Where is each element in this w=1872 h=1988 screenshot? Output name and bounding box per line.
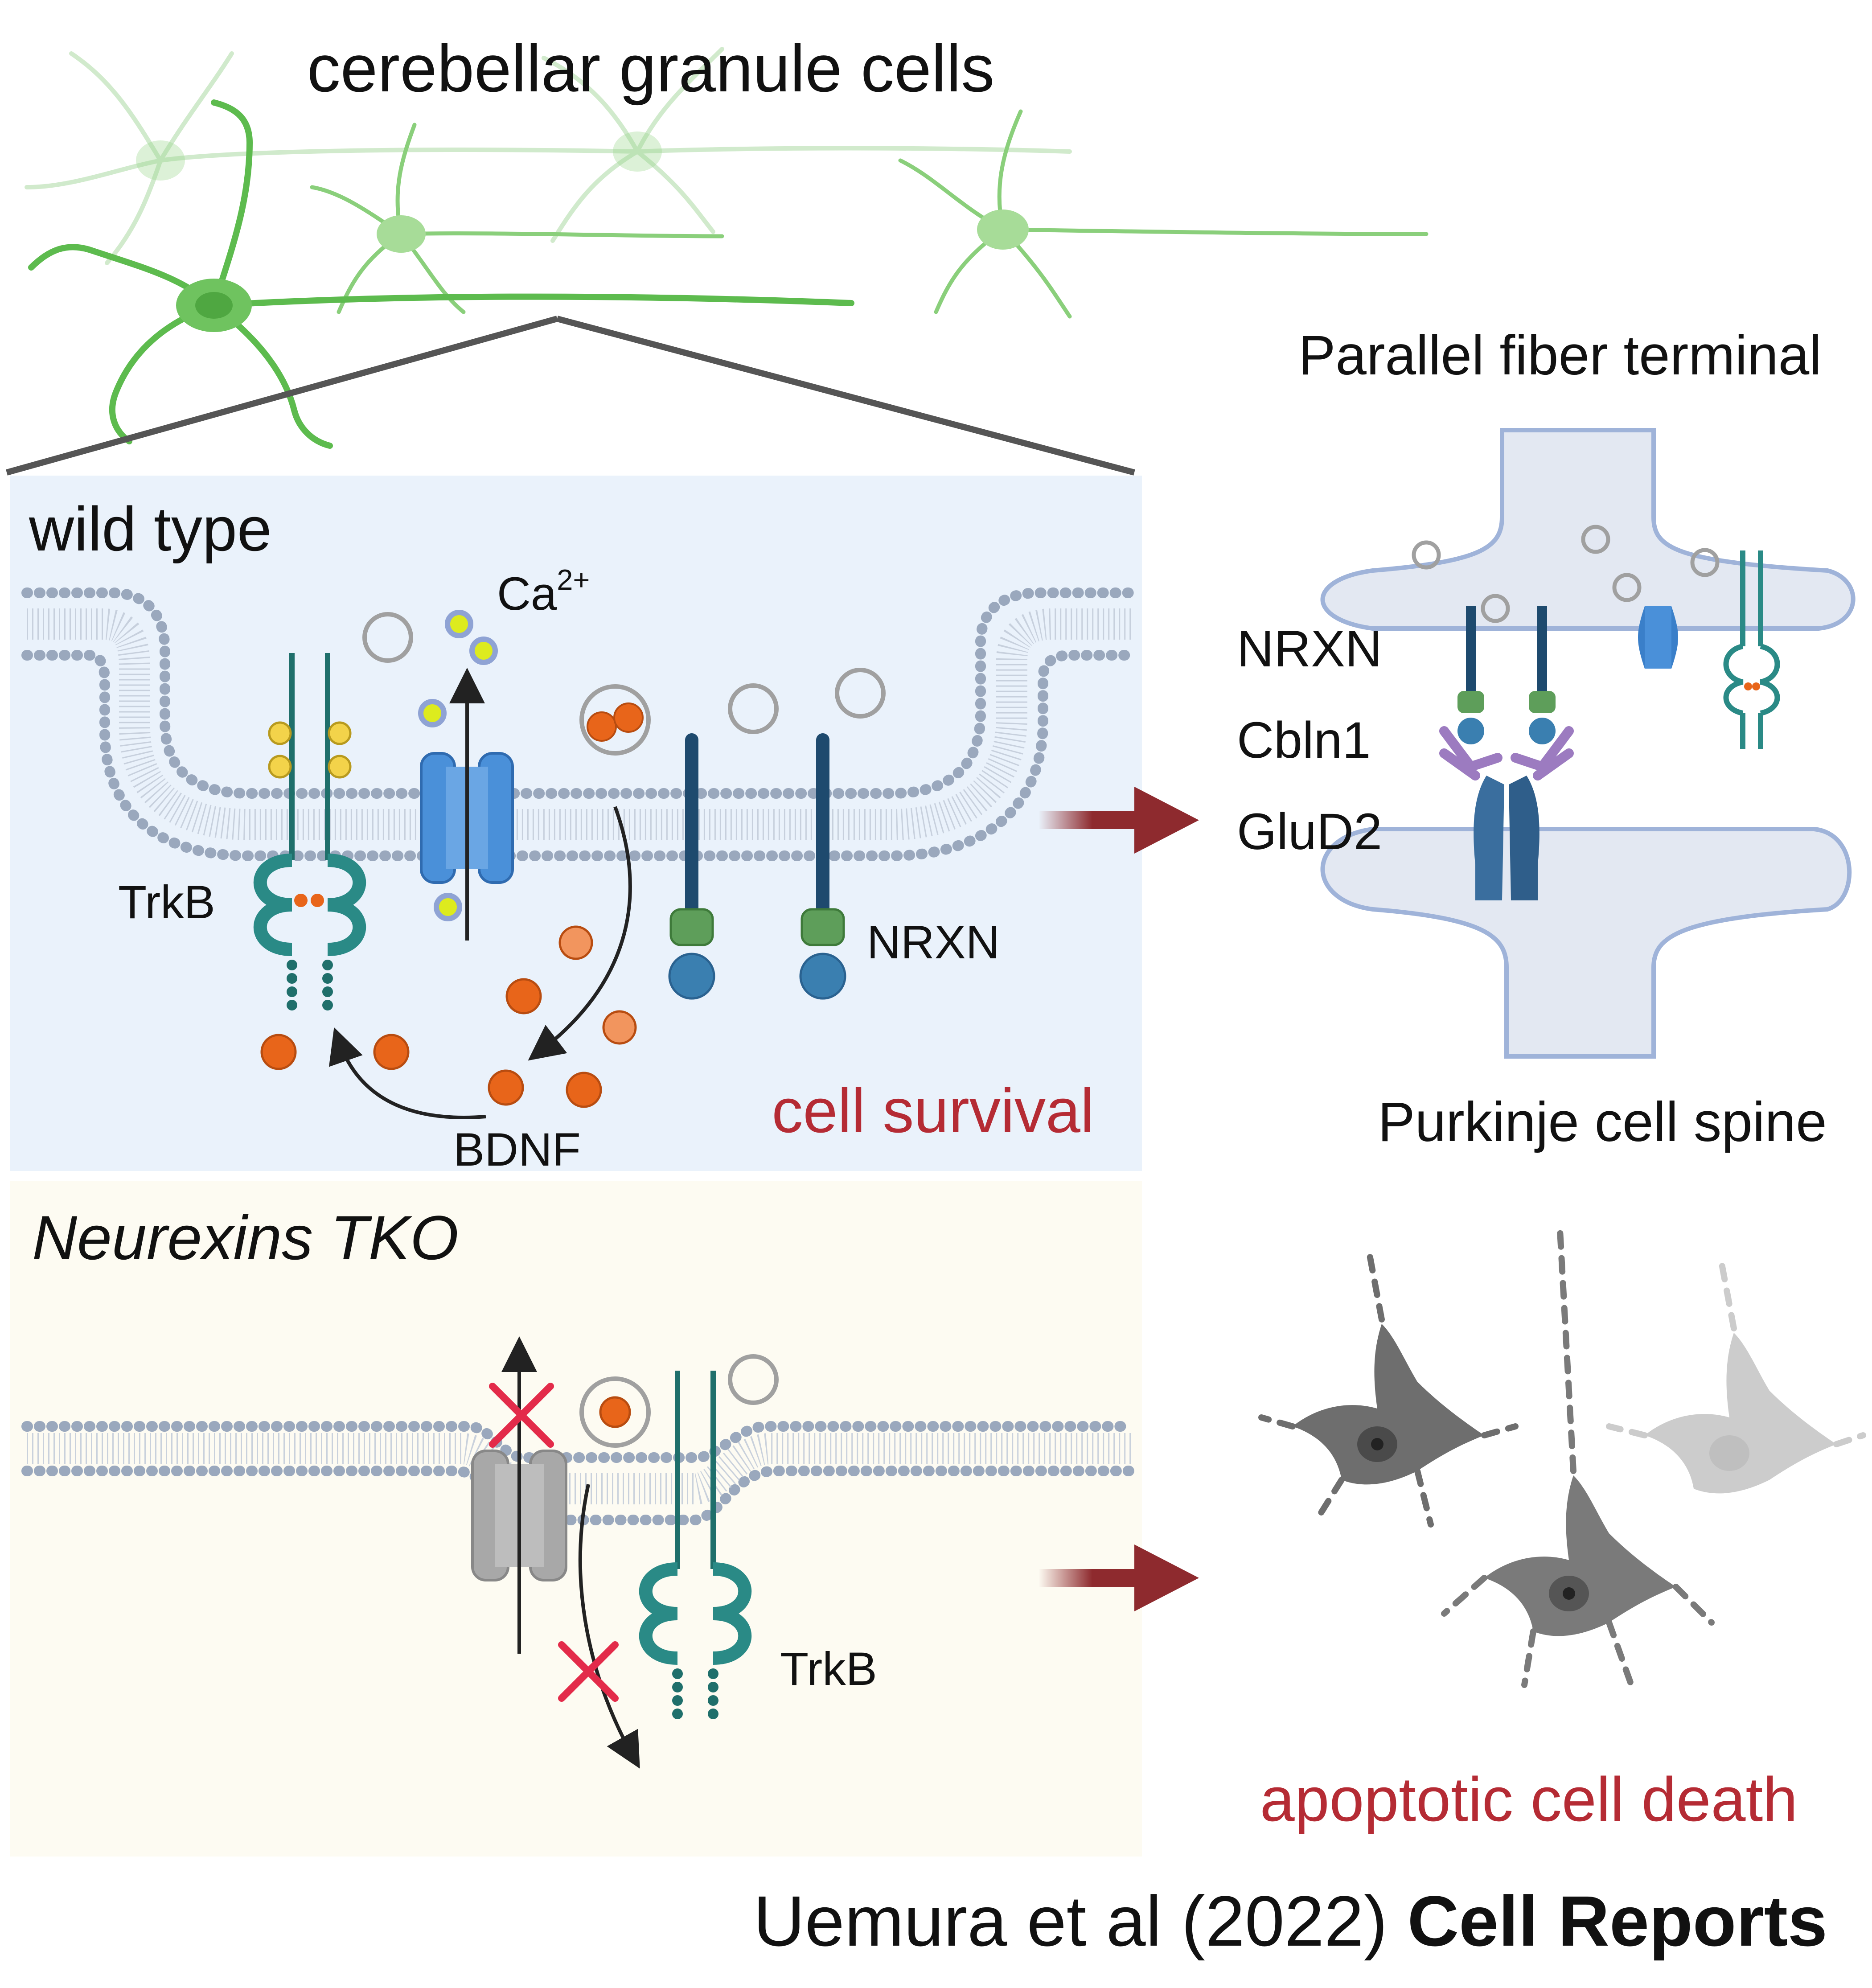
citation-authors: Uemura et al (2022) xyxy=(753,1881,1408,1961)
purkinje-spine-shape xyxy=(1320,827,1852,1059)
synapse-molecule-nrxn: NRXN xyxy=(1237,620,1382,678)
dying-cell-center xyxy=(1441,1227,1715,1688)
zoom-lines xyxy=(6,316,1135,476)
citation: Uemura et al (2022) Cell Reports xyxy=(753,1885,1827,1957)
arrow-to-synapse xyxy=(1039,787,1199,854)
trkb-receptor-wt[interactable] xyxy=(253,653,366,1010)
tko-heading: Neurexins TKO xyxy=(32,1203,459,1273)
synapse-top-label: Parallel fiber terminal xyxy=(1298,324,1822,386)
arrow-to-apoptosis xyxy=(1039,1544,1199,1611)
dying-cell-left xyxy=(1258,1245,1519,1528)
tko-secretion-arrow xyxy=(558,1484,640,1769)
nrxn-wt[interactable] xyxy=(668,733,846,1000)
granule-cell-network xyxy=(25,47,1429,449)
synapse-molecule-cbln1: Cbln1 xyxy=(1237,712,1371,769)
synapse-diagram xyxy=(1320,428,1856,1059)
tko-calcium-channel[interactable] xyxy=(471,1336,567,1654)
trkb-label-wt: TrkB xyxy=(118,876,215,928)
dying-cell-right xyxy=(1606,1254,1866,1494)
vesicles xyxy=(362,612,886,756)
trkb-label-tko: TrkB xyxy=(780,1643,877,1695)
tko-vesicles xyxy=(579,1354,779,1448)
outcome-apoptotic-cell-death: apoptotic cell death xyxy=(1260,1764,1798,1834)
apoptotic-purkinje-cells xyxy=(1258,1227,1866,1688)
calcium-channel[interactable] xyxy=(420,668,514,941)
synapse-molecules[interactable] xyxy=(1439,550,1780,900)
outcome-cell-survival: cell survival xyxy=(772,1076,1094,1146)
bdnf-secretion-arrows xyxy=(329,806,632,1120)
bdnf-particles xyxy=(260,925,637,1108)
synapse-bottom-label: Purkinje cell spine xyxy=(1378,1091,1827,1153)
figure-title: cerebellar granule cells xyxy=(307,31,994,106)
wild-type-membrane xyxy=(21,587,1137,861)
trkb-receptor-tko[interactable] xyxy=(639,1371,752,1719)
synapse-molecule-glud2: GluD2 xyxy=(1237,803,1382,860)
wild-type-heading: wild type xyxy=(29,494,272,564)
block-cross-channel xyxy=(489,1383,554,1448)
bdnf-vesicle-cargo xyxy=(587,702,644,742)
bdnf-label: BDNF xyxy=(453,1124,581,1176)
nrxn-label-wt: NRXN xyxy=(867,916,1000,969)
citation-journal: Cell Reports xyxy=(1407,1881,1827,1961)
calcium-label: Ca2+ xyxy=(497,563,590,620)
